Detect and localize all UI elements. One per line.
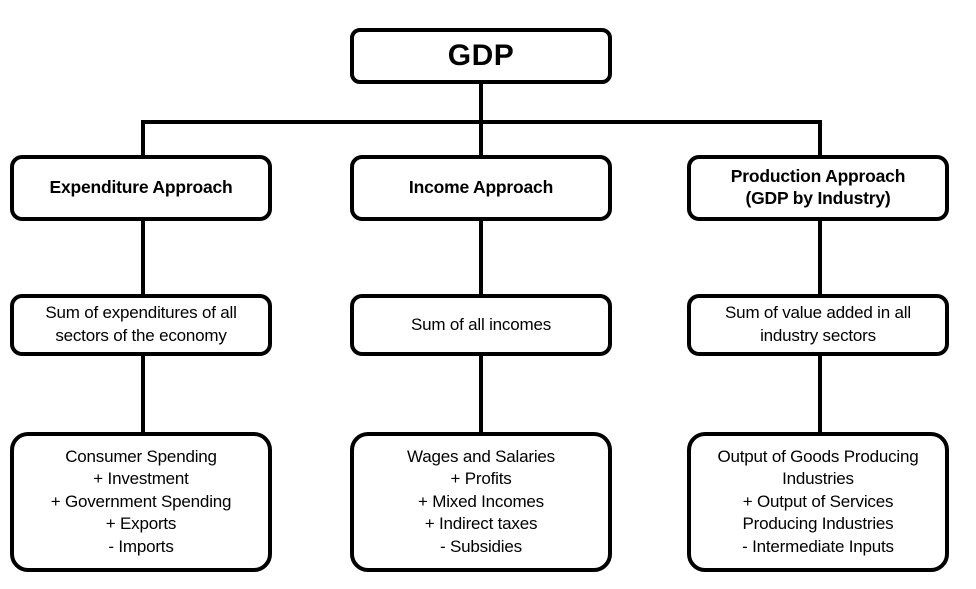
node-income-approach-label: Income Approach [408,177,554,198]
connector-definition-to-formula-income [479,352,483,436]
node-production-definition-label: Sum of value added in all industry secto… [725,303,911,345]
connector-definition-to-formula-expenditure [141,352,145,436]
node-expenditure-definition[interactable]: Sum of expenditures of all sectors of th… [10,294,272,356]
node-expenditure-definition-label: Sum of expenditures of all sectors of th… [45,303,237,345]
node-production-definition[interactable]: Sum of value added in all industry secto… [687,294,949,356]
connector-expenditure-to-definition [141,218,145,298]
node-expenditure-approach-label: Expenditure Approach [49,177,233,198]
node-expenditure-formula[interactable]: Consumer Spending + Investment + Governm… [10,432,272,572]
connector-drop-income [479,120,483,158]
node-income-approach[interactable]: Income Approach [350,155,612,221]
connector-production-to-definition [818,218,822,298]
node-gdp-root-label: GDP [447,39,515,73]
connector-drop-production [818,120,822,158]
node-production-formula[interactable]: Output of Goods Producing Industries + O… [687,432,949,572]
node-production-approach[interactable]: Production Approach (GDP by Industry) [687,155,949,221]
node-income-definition-label: Sum of all incomes [410,314,551,334]
node-production-approach-label: Production Approach (GDP by Industry) [730,166,906,208]
connector-root-stem [479,84,483,122]
node-income-formula[interactable]: Wages and Salaries + Profits + Mixed Inc… [350,432,612,572]
node-income-definition[interactable]: Sum of all incomes [350,294,612,356]
node-gdp-root[interactable]: GDP [350,28,612,84]
connector-drop-expenditure [141,120,145,158]
connector-income-to-definition [479,218,483,298]
connector-definition-to-formula-production [818,352,822,436]
node-production-formula-label: Output of Goods Producing Industries + O… [717,446,919,556]
node-expenditure-formula-label: Consumer Spending + Investment + Governm… [50,446,232,556]
node-income-formula-label: Wages and Salaries + Profits + Mixed Inc… [407,446,555,556]
node-expenditure-approach[interactable]: Expenditure Approach [10,155,272,221]
